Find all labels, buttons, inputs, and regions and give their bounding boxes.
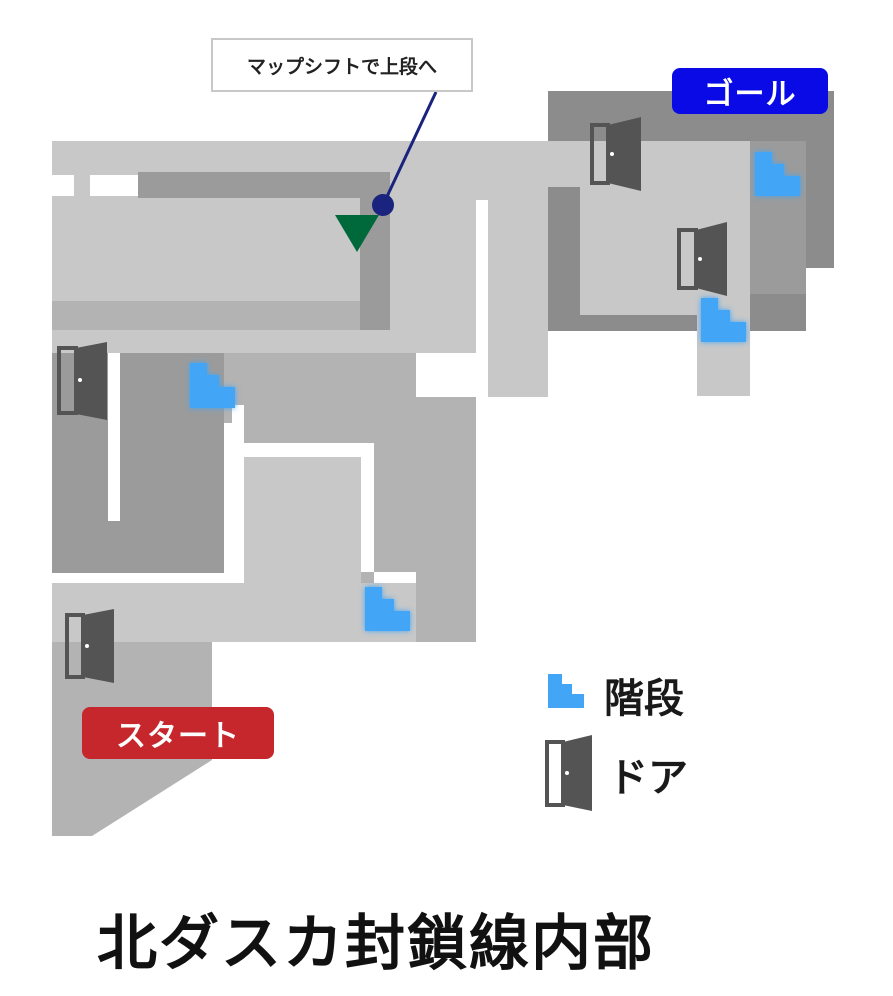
goal-notch	[806, 268, 834, 331]
door-icon	[57, 342, 107, 420]
stairs-icon	[548, 674, 584, 708]
door-icon	[677, 222, 727, 296]
door-icon	[65, 609, 114, 683]
room-east	[416, 397, 476, 642]
legend-stairs-label: 階段	[604, 676, 684, 722]
stairs-icon	[701, 298, 746, 342]
wall-gap	[476, 200, 488, 397]
wall-gap	[374, 572, 416, 583]
map-title: 北ダスカ封鎖線内部	[97, 909, 655, 979]
player-position-icon	[335, 215, 379, 252]
stairs-icon	[365, 587, 410, 631]
floor-strip	[52, 301, 360, 330]
wall-gap	[244, 443, 374, 457]
goal-marker: ゴール	[672, 68, 828, 114]
legend-door-label: ドア	[608, 755, 688, 801]
stairs-icon	[190, 363, 235, 408]
room-north-inner-floor	[138, 198, 360, 301]
wall-gap	[232, 405, 244, 583]
wall-gap	[52, 175, 74, 196]
map-shift-callout: マップシフトで上段へ	[211, 38, 473, 92]
start-marker: スタート	[82, 707, 274, 759]
wall-gap	[52, 573, 232, 583]
wall-gap	[416, 353, 476, 397]
wall-gap	[90, 175, 138, 196]
wall-gap	[108, 353, 120, 521]
wall-gap	[361, 443, 374, 572]
stairs-icon	[755, 152, 800, 196]
door-icon	[590, 117, 641, 191]
location-pin-icon	[372, 194, 394, 216]
callout-leader-line	[381, 91, 438, 206]
door-icon	[545, 735, 592, 811]
room-center	[224, 353, 416, 423]
